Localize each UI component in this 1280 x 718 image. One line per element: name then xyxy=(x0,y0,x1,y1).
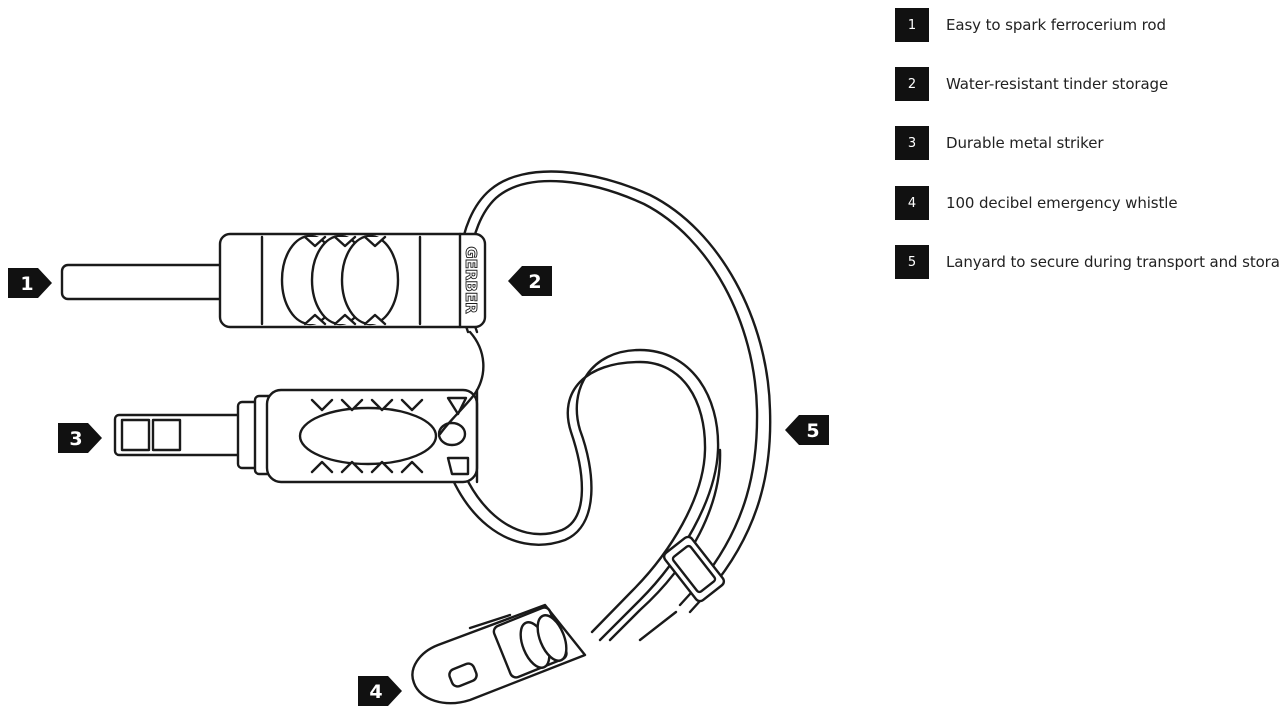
legend-text: Water-resistant tinder storage xyxy=(946,75,1169,93)
legend-item: 1 Easy to spark ferrocerium rod xyxy=(895,8,1166,42)
callout-3-label: 3 xyxy=(69,428,82,450)
legend-item: 5 Lanyard to secure during transport and… xyxy=(895,245,1280,279)
legend-number: 2 xyxy=(895,67,929,101)
legend-item: 4 100 decibel emergency whistle xyxy=(895,186,1178,220)
legend-number: 5 xyxy=(895,245,929,279)
cord-lock xyxy=(662,535,726,603)
legend-text: Easy to spark ferrocerium rod xyxy=(946,16,1166,34)
legend-text: Lanyard to secure during transport and s… xyxy=(946,253,1280,271)
legend-number: 3 xyxy=(895,126,929,160)
legend-text: Durable metal striker xyxy=(946,134,1104,152)
whistle xyxy=(411,603,587,705)
callout-4-label: 4 xyxy=(369,681,382,703)
legend-text: 100 decibel emergency whistle xyxy=(946,194,1178,212)
striker xyxy=(113,330,485,484)
brand-text: GERBER xyxy=(462,246,480,314)
lanyard xyxy=(438,170,772,642)
callout-4: 4 xyxy=(358,676,402,706)
callout-1-label: 1 xyxy=(20,273,33,295)
legend-item: 3 Durable metal striker xyxy=(895,126,1104,160)
callout-2: 2 xyxy=(508,266,552,296)
callout-1: 1 xyxy=(8,268,52,298)
legend-item: 2 Water-resistant tinder storage xyxy=(895,67,1168,101)
legend-number: 1 xyxy=(895,8,929,42)
callout-2-label: 2 xyxy=(528,271,541,293)
callout-5-label: 5 xyxy=(806,420,819,442)
ferro-rod xyxy=(60,263,228,301)
callout-5: 5 xyxy=(785,415,829,445)
legend-number: 4 xyxy=(895,186,929,220)
callout-3: 3 xyxy=(58,423,102,453)
tinder-handle xyxy=(218,232,487,329)
